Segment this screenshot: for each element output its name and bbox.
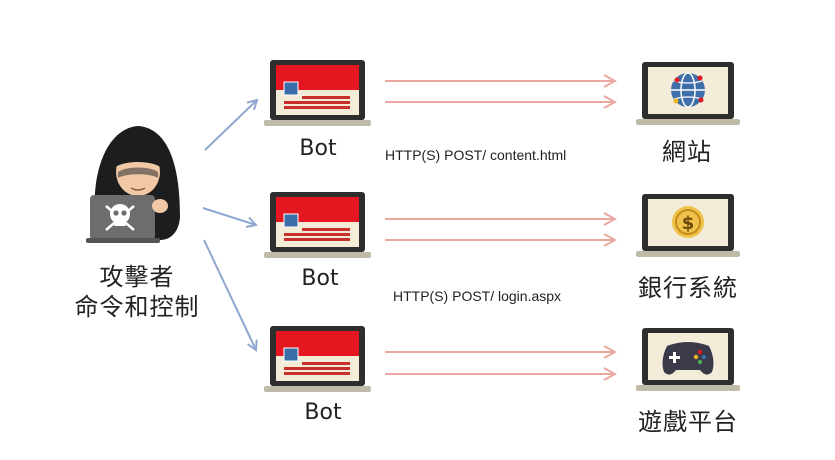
globe-icon <box>671 72 705 108</box>
skull-icon <box>105 204 135 231</box>
arrow-to-bot-3 <box>203 239 256 350</box>
attacker-label-line1: 攻擊者 <box>99 263 175 291</box>
attacker-label: 攻擊者 命令和控制 <box>62 262 212 322</box>
bot-laptop-3 <box>264 326 371 392</box>
gamepad-icon <box>662 342 714 375</box>
target-label-website: 網站 <box>662 138 712 166</box>
bot-laptop-1 <box>264 60 371 126</box>
bot-label-1: Bot <box>299 136 337 161</box>
bot-label-3: Bot <box>304 400 342 425</box>
dollar-coin-icon: $ <box>672 206 704 238</box>
bot-laptop-2 <box>264 192 371 258</box>
svg-text:$: $ <box>682 213 695 234</box>
target-label-bank: 銀行系統 <box>638 274 738 302</box>
bot-label-2: Bot <box>301 266 339 291</box>
request-label-login: HTTP(S) POST/ login.aspx <box>393 288 562 304</box>
arrow-to-bot-1 <box>204 100 257 151</box>
arrow-to-bot-2 <box>202 207 256 225</box>
attacker-label-line2: 命令和控制 <box>74 293 200 321</box>
attacker-figure <box>86 126 180 243</box>
target-label-gaming: 遊戲平台 <box>638 408 738 436</box>
request-label-content: HTTP(S) POST/ content.html <box>385 147 567 163</box>
